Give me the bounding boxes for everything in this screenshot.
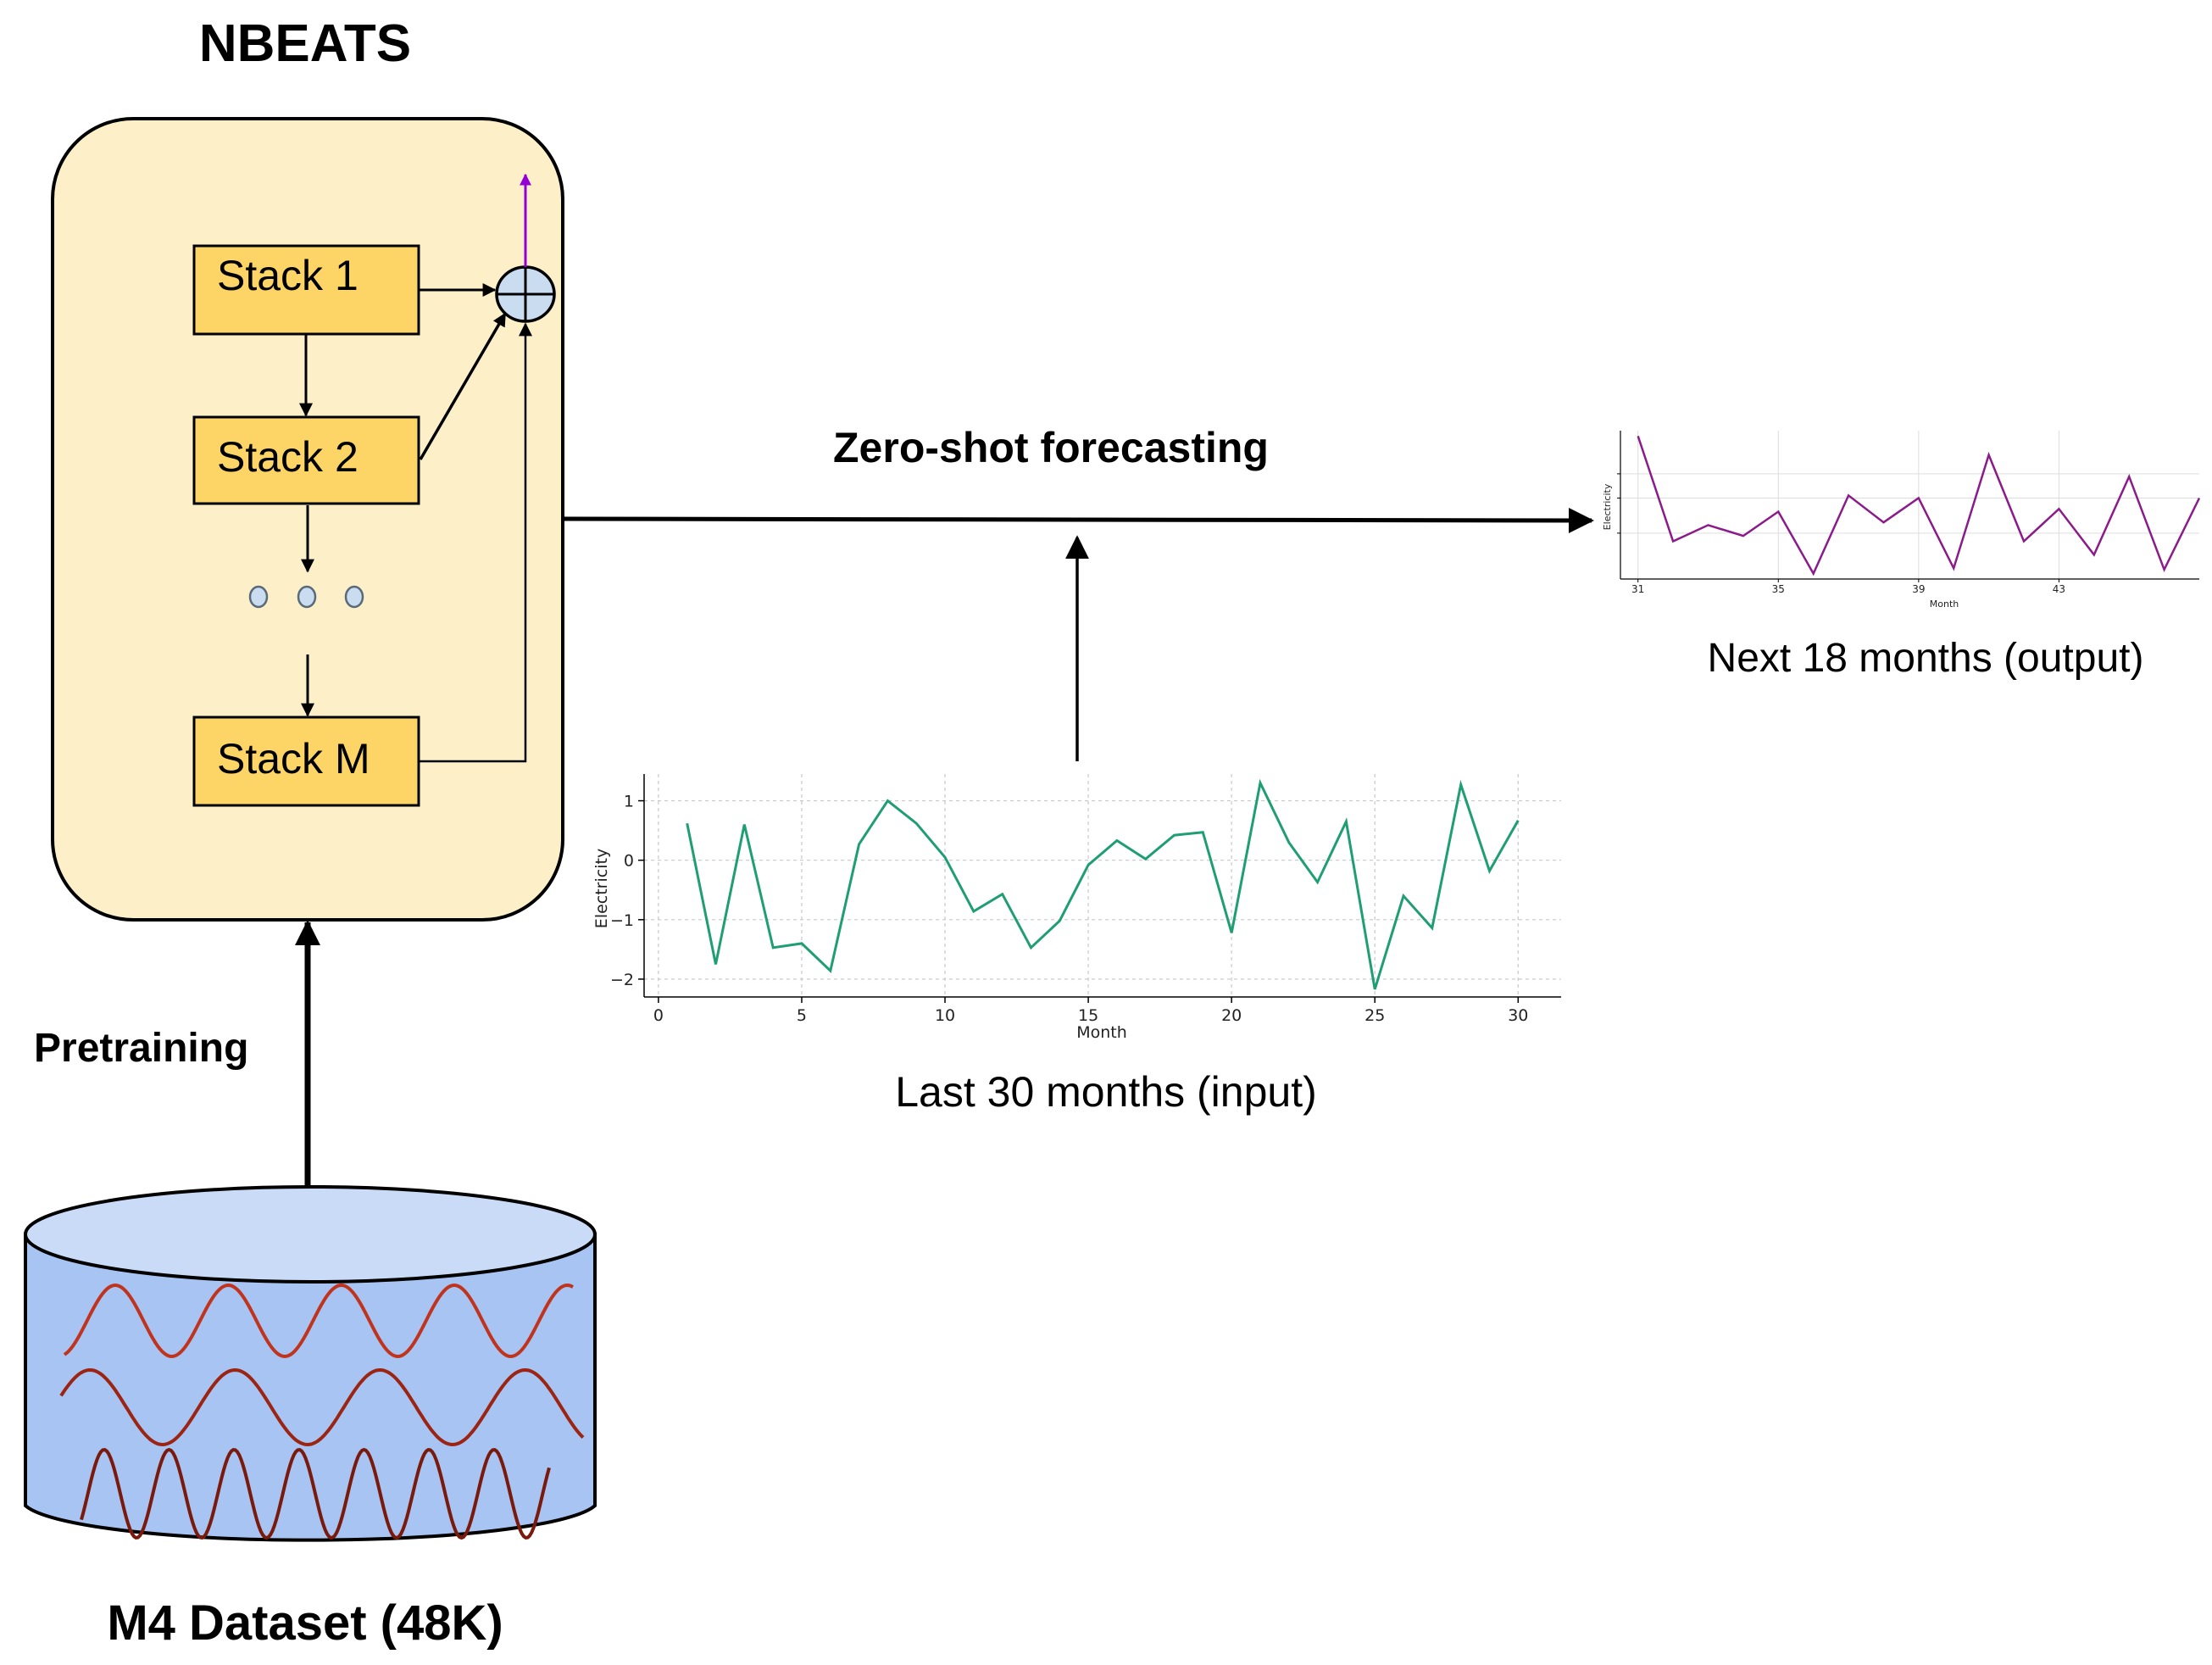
output-chart-xlabel: Month: [1930, 599, 1959, 610]
model-title: NBEATS: [199, 14, 411, 73]
label-zero-shot: Zero-shot forecasting: [833, 424, 1269, 471]
input-xtick-label: 30: [1508, 1006, 1528, 1025]
dataset-label: M4 Dataset (48K): [107, 1595, 503, 1651]
stack-1-label: Stack 1: [217, 252, 358, 299]
input-chart-ylabel: Electricity: [592, 849, 611, 928]
stack-m: Stack M: [192, 716, 420, 807]
stack-m-label: Stack M: [217, 735, 370, 782]
wave-1: [63, 1283, 574, 1359]
input-ytick-label: 1: [624, 793, 634, 811]
arrow-zero-shot: [562, 507, 1594, 533]
input-ytick-label: 0: [624, 852, 634, 871]
stack-2: Stack 2: [192, 415, 420, 505]
output-xtick-label: 31: [1631, 583, 1644, 595]
sum-node: [495, 265, 556, 323]
input-xtick-label: 15: [1078, 1006, 1098, 1025]
input-caption: Last 30 months (input): [895, 1068, 1317, 1116]
output-xtick-label: 43: [2053, 583, 2065, 595]
input-xtick-label: 5: [797, 1006, 807, 1025]
ellipsis-dots: [248, 585, 364, 609]
m4-database: [24, 1185, 597, 1542]
wave-2: [59, 1367, 585, 1447]
arrow-stackm-to-sum: [419, 322, 532, 763]
input-xtick-label: 25: [1364, 1006, 1385, 1025]
output-series-line: [1637, 436, 2201, 576]
output-chart-ylabel: Electricity: [1602, 483, 1613, 530]
input-chart-xlabel: Month: [1076, 1023, 1127, 1042]
output-xtick-label: 35: [1772, 583, 1785, 595]
input-ytick-label: −2: [610, 971, 634, 989]
input-ytick-label: −1: [610, 911, 634, 930]
input-xtick-label: 10: [935, 1006, 955, 1025]
database-waves: [59, 1283, 585, 1540]
label-pretraining: Pretraining: [34, 1026, 248, 1071]
output-caption: Next 18 months (output): [1708, 636, 2144, 681]
output-xtick-label: 39: [1912, 583, 1925, 595]
stack-1: Stack 1: [192, 244, 420, 336]
stack-2-label: Stack 2: [217, 433, 358, 481]
input-series-line: [686, 778, 1520, 990]
wave-3: [80, 1447, 551, 1540]
input-xtick-label: 20: [1221, 1006, 1242, 1025]
output-chart: 31 35 39 43 Month Electricity: [1602, 431, 2201, 610]
arrow-stack2-to-sum: [419, 312, 507, 460]
input-xtick-label: 0: [653, 1006, 664, 1025]
